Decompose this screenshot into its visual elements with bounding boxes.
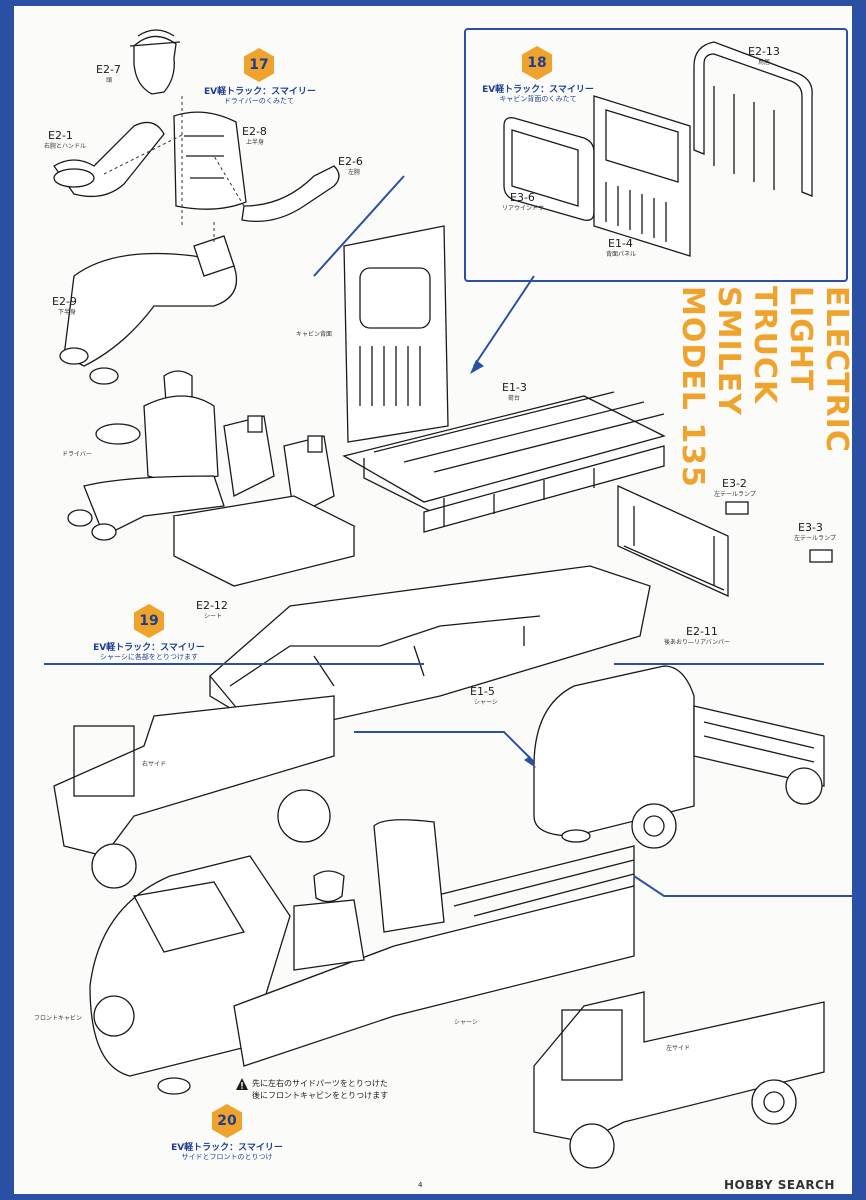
part-e1-3-name: 荷台	[508, 395, 521, 402]
cabin-back-label: キャビン背面	[296, 331, 333, 338]
step-17-title: EV軽トラック：スマイリー	[204, 87, 316, 97]
part-e2-11-code: E2-11	[686, 625, 718, 638]
driver-parts-drawing	[53, 29, 340, 385]
part-e2-12-name: シート	[204, 613, 223, 620]
part-e2-12-code: E2-12	[196, 599, 228, 612]
step-18-badge: 18	[522, 46, 552, 80]
tailgate-drawing	[617, 484, 833, 598]
step-20-title: EV軽トラック：スマイリー	[171, 1143, 283, 1153]
chassis-label: シャーシ	[454, 1019, 478, 1026]
cabin-back-drawing	[343, 225, 449, 443]
part-e1-3-code: E1-3	[502, 381, 527, 394]
driver-assembled-drawing	[67, 370, 225, 541]
assembled-truck-drawing	[533, 665, 825, 849]
part-e2-7-name: 頭	[106, 77, 113, 84]
part-e3-6-name: リアウインドウ	[502, 205, 545, 212]
step-18-subtitle: キャビン背面のくみたて	[499, 95, 577, 103]
step-19-number: 19	[139, 613, 159, 629]
left-side-label: 左サイド	[666, 1045, 691, 1052]
seat-drawing	[172, 415, 356, 587]
step-17-subtitle: ドライバーのくみたて	[223, 97, 295, 105]
part-e1-5-name: シャーシ	[474, 699, 498, 706]
step-20-number: 20	[217, 1113, 237, 1129]
part-e1-5-code: E1-5	[470, 685, 495, 698]
part-e2-11-name: 後あおり―リアバンパー	[664, 639, 731, 646]
step-19-title: EV軽トラック：スマイリー	[93, 643, 205, 653]
guide-arrows	[44, 175, 852, 897]
note-line-2: 後にフロントキャビンをとりつけます	[252, 1091, 389, 1100]
front-cabin-label: フロントキャビン	[34, 1015, 83, 1022]
title-line-5: MODEL 135	[675, 286, 710, 488]
part-e2-6-code: E2-6	[338, 155, 363, 168]
back-panel-drawing	[593, 95, 691, 257]
part-e3-2-name: 左テールランプ	[714, 491, 756, 498]
page-number: 4	[418, 1181, 423, 1189]
step-20-subtitle: サイドとフロントのとりつけ	[181, 1153, 273, 1161]
step-18-number: 18	[527, 55, 547, 71]
step-18-frame	[464, 28, 848, 282]
note-line-1: 先に左右のサイドパーツをとりつけた	[252, 1079, 388, 1088]
part-e2-6-name: 左腕	[348, 169, 361, 176]
part-e2-8-name: 上半身	[246, 139, 265, 146]
right-side-drawing	[53, 695, 335, 889]
roll-bar-drawing	[693, 41, 813, 197]
part-e2-8-code: E2-8	[242, 125, 267, 138]
part-e2-13-code: E2-13	[748, 45, 780, 58]
part-e2-1-name: 右腕とハンドル	[44, 143, 87, 150]
title-line-1: ELECTRIC	[819, 286, 852, 453]
step-19-subtitle: シャーシに各部をとりつけます	[100, 653, 198, 661]
step-17-number: 17	[249, 57, 269, 73]
warning-icon	[236, 1078, 248, 1090]
step-19-badge: 19	[134, 604, 164, 638]
part-e3-2-code: E3-2	[722, 477, 747, 490]
part-e2-1-code: E2-1	[48, 129, 73, 142]
bottom-chassis-drawing	[233, 819, 635, 1067]
right-side-label: 右サイド	[142, 761, 167, 768]
part-e1-4-name: 背面パネル	[606, 251, 637, 258]
left-side-drawing	[533, 991, 825, 1169]
part-e3-3-name: 左テールランプ	[794, 535, 836, 542]
watermark: HOBBY SEARCH	[724, 1178, 835, 1192]
part-e2-9-name: 下半身	[58, 309, 77, 316]
driver-label: ドライバー	[62, 451, 92, 458]
step-20-badge: 20	[212, 1104, 242, 1138]
truck-bed-drawing	[342, 391, 666, 533]
title-line-4: SMILEY	[711, 286, 746, 416]
part-e2-7-code: E2-7	[96, 63, 121, 76]
title-line-2: LIGHT	[783, 286, 818, 392]
part-e2-13-name: 鳥居	[758, 59, 771, 66]
step-18-title: EV軽トラック：スマイリー	[482, 85, 594, 95]
step-17-badge: 17	[244, 48, 274, 82]
part-e2-9-code: E2-9	[52, 295, 77, 308]
part-e3-3-code: E3-3	[798, 521, 823, 534]
part-e1-4-code: E1-4	[608, 237, 633, 250]
part-e3-6-code: E3-6	[510, 191, 535, 204]
line-art	[44, 29, 852, 1169]
model-title: ELECTRIC LIGHT TRUCK SMILEY MODEL 135	[674, 286, 852, 488]
paper: ELECTRIC LIGHT TRUCK SMILEY MODEL 135 17…	[14, 6, 852, 1194]
title-line-3: TRUCK	[747, 286, 782, 405]
